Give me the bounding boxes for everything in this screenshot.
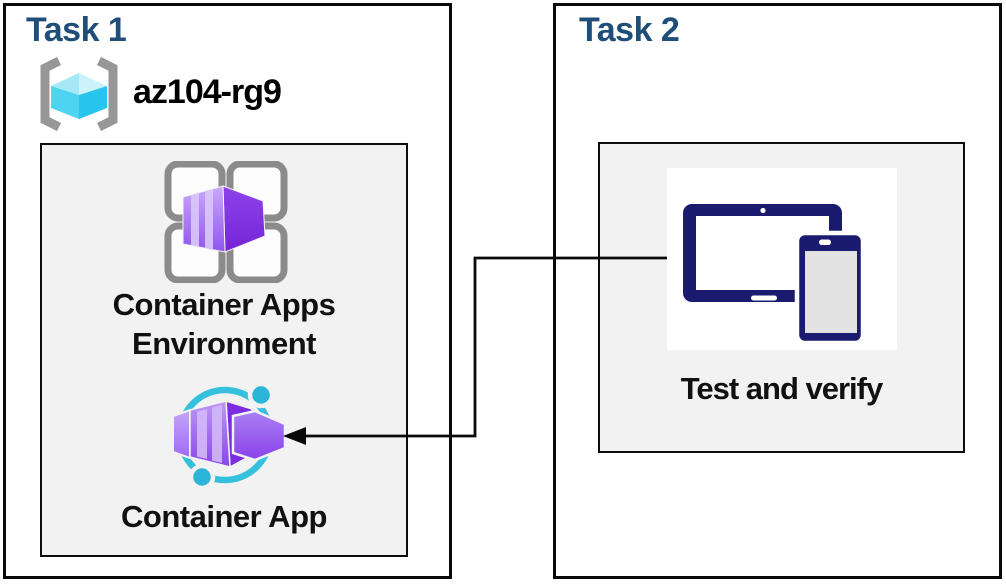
task2-title: Task 2	[579, 11, 680, 49]
resource-group-icon	[40, 57, 118, 131]
container-apps-environment-label-line1: Container Apps	[112, 287, 336, 322]
container-apps-environment-label: Container Apps Environment	[40, 285, 408, 363]
container-apps-environment-label-line2: Environment	[132, 326, 316, 361]
devices-icon-panel	[667, 168, 897, 350]
container-apps-environment-icon	[164, 161, 288, 283]
resource-group-name: az104-rg9	[133, 73, 282, 111]
task1-title: Task 1	[26, 11, 127, 49]
devices-icon	[683, 204, 866, 346]
container-app-icon	[172, 381, 287, 491]
test-and-verify-label: Test and verify	[680, 371, 884, 406]
container-app-label: Container App	[121, 499, 327, 534]
